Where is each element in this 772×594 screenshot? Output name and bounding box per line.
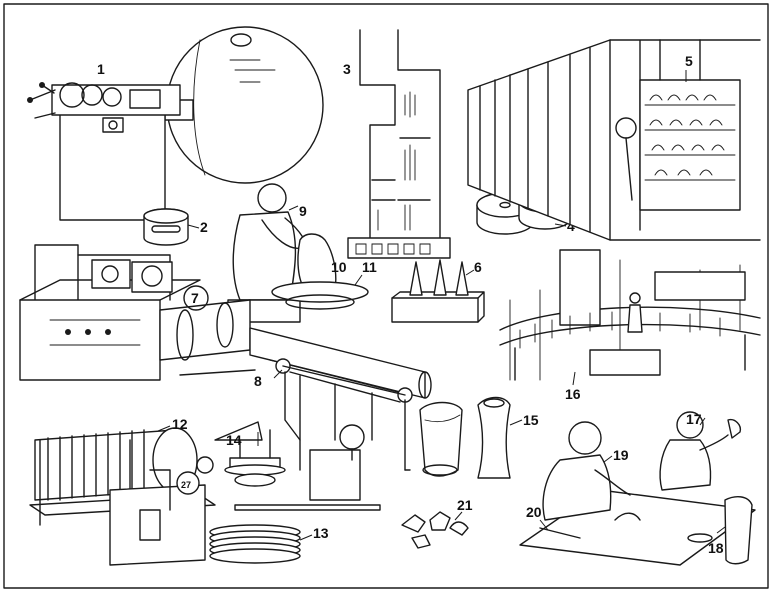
mould-section-drawing bbox=[348, 30, 450, 258]
mould-disc-drawing bbox=[144, 209, 188, 245]
label-2: 2 bbox=[200, 219, 208, 235]
label-14: 14 bbox=[226, 432, 242, 448]
stacked-plates-drawing bbox=[210, 525, 300, 563]
label-20: 20 bbox=[526, 504, 542, 520]
label-5: 5 bbox=[685, 53, 693, 69]
label-11: 11 bbox=[362, 259, 377, 275]
label-10: 10 bbox=[331, 259, 347, 275]
label-17: 17 bbox=[686, 411, 702, 427]
label-13: 13 bbox=[313, 525, 329, 541]
label-6: 6 bbox=[474, 259, 482, 275]
label-16: 16 bbox=[565, 386, 581, 402]
pug-mill-extruder-drawing bbox=[20, 245, 255, 380]
label-3: 3 bbox=[343, 61, 351, 77]
production-line-drawing bbox=[500, 250, 760, 380]
label-19: 19 bbox=[613, 447, 629, 463]
broken-shards-drawing bbox=[402, 512, 468, 548]
label-15: 15 bbox=[523, 412, 539, 428]
vase-pieces-drawing bbox=[420, 398, 510, 479]
gauge-face: 27 bbox=[181, 480, 191, 490]
conveyor-drawing bbox=[250, 328, 431, 470]
filter-press-drawing: 27 bbox=[30, 428, 215, 565]
label-21: 21 bbox=[457, 497, 473, 513]
label-7: 7 bbox=[191, 290, 199, 306]
label-1: 1 bbox=[97, 61, 105, 77]
kiln-stilts-drawing bbox=[392, 260, 484, 322]
label-9: 9 bbox=[299, 203, 307, 219]
label-8: 8 bbox=[254, 373, 262, 389]
label-12: 12 bbox=[172, 416, 188, 432]
label-18: 18 bbox=[708, 540, 724, 556]
